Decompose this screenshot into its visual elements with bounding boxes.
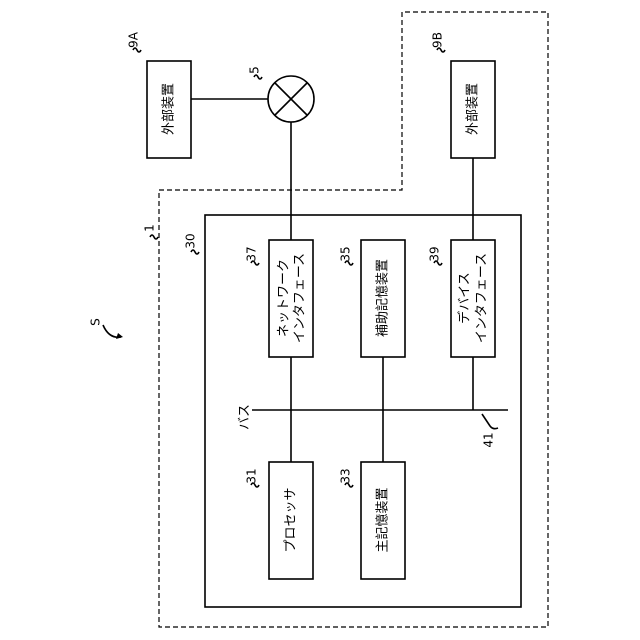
ref-processor: 31 <box>245 468 259 483</box>
ref-main-storage: 33 <box>339 468 353 483</box>
main-storage-label: 主記憶装置 <box>375 487 391 552</box>
network-interface-label-line1: ネットワーク <box>277 259 292 337</box>
device-interface-label-line1: デバイス <box>457 272 473 324</box>
ref-computer: 30 <box>184 233 198 248</box>
processor-label: プロセッサ <box>284 487 299 552</box>
ref-external-a: 9A <box>127 31 141 48</box>
ref-external-b: 9B <box>431 32 445 48</box>
ref-aux-storage: 35 <box>339 246 353 261</box>
ref-network: 5 <box>248 66 262 74</box>
ref-system: S <box>89 318 103 326</box>
network-symbol-icon <box>268 76 314 122</box>
ref-device-interface: 39 <box>428 246 442 261</box>
external-device-a-label: 外部装置 <box>162 83 177 135</box>
device-interface-label-line2: インタフェース <box>475 253 490 343</box>
bus-label: バス <box>238 404 253 430</box>
system-arrow-icon <box>103 325 123 339</box>
external-device-b-label: 外部装置 <box>466 83 481 135</box>
aux-storage-label: 補助記憶装置 <box>375 259 391 337</box>
ref-bus: 41 <box>482 432 496 447</box>
network-interface-label-line2: インタフェース <box>293 253 308 343</box>
ref-apparatus: 1 <box>143 224 157 232</box>
ref-network-interface: 37 <box>245 246 259 261</box>
